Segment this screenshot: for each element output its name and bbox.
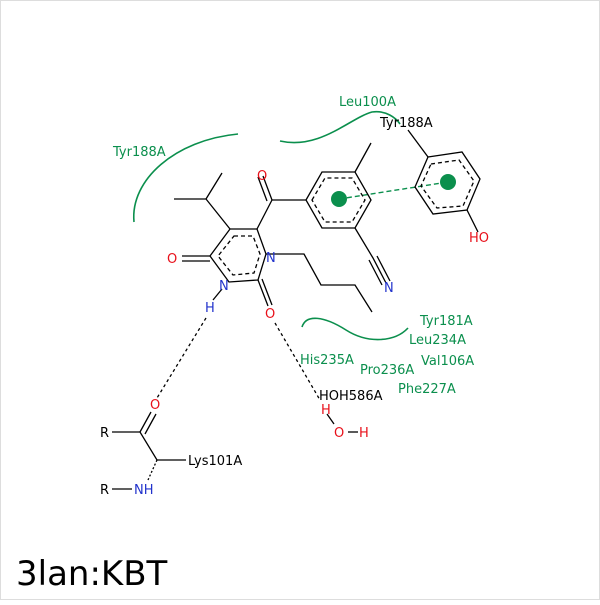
- ring-centroid-tyr188: [440, 174, 456, 190]
- ring-centroid-ligand: [331, 191, 347, 207]
- atom-o-water: O: [334, 426, 344, 441]
- lys101-backbone: [112, 411, 358, 490]
- atom-o-ring-left: O: [167, 252, 177, 267]
- diagram-title: 3lan:KBT: [16, 554, 168, 594]
- label-tyr188a-left: Tyr188A: [112, 145, 166, 160]
- ligand-bonds: [174, 129, 481, 313]
- atom-h-water-top: H: [321, 403, 331, 418]
- atom-r-top: R: [100, 426, 109, 441]
- atom-n-ring-right: N: [266, 251, 276, 266]
- hydrogen-bonds: [156, 317, 321, 401]
- atom-o-carbonyl: O: [257, 169, 267, 184]
- hydrophobic-arc-leu100: [279, 110, 401, 144]
- label-val106a: Val106A: [421, 354, 474, 369]
- atom-n-ring-lower: N: [219, 279, 229, 294]
- atom-nh: NH: [134, 483, 154, 498]
- atom-h-nh: H: [205, 301, 215, 316]
- label-lys101a: Lys101A: [188, 454, 242, 469]
- atom-ho: HO: [469, 231, 489, 246]
- atom-r-bottom: R: [100, 483, 109, 498]
- atom-o-backbone: O: [150, 398, 160, 413]
- hydrophobic-arc-tyr181: [301, 317, 409, 341]
- label-leu100a: Leu100A: [339, 95, 396, 110]
- atom-h-water-right: H: [359, 426, 369, 441]
- label-phe227a: Phe227A: [398, 382, 456, 397]
- label-hoh586a: HOH586A: [319, 389, 383, 404]
- atom-n-nitrile: N: [384, 281, 394, 296]
- label-pro236a: Pro236A: [360, 363, 414, 378]
- atom-o-ring-lower: O: [265, 307, 275, 322]
- label-tyr181a: Tyr181A: [419, 314, 473, 329]
- pi-stacking-line: [338, 181, 449, 200]
- label-tyr188a-ring: Tyr188A: [379, 116, 433, 131]
- hydrophobic-arc-tyr188: [133, 133, 239, 223]
- label-his235a: His235A: [300, 353, 354, 368]
- label-leu234a: Leu234A: [409, 333, 466, 348]
